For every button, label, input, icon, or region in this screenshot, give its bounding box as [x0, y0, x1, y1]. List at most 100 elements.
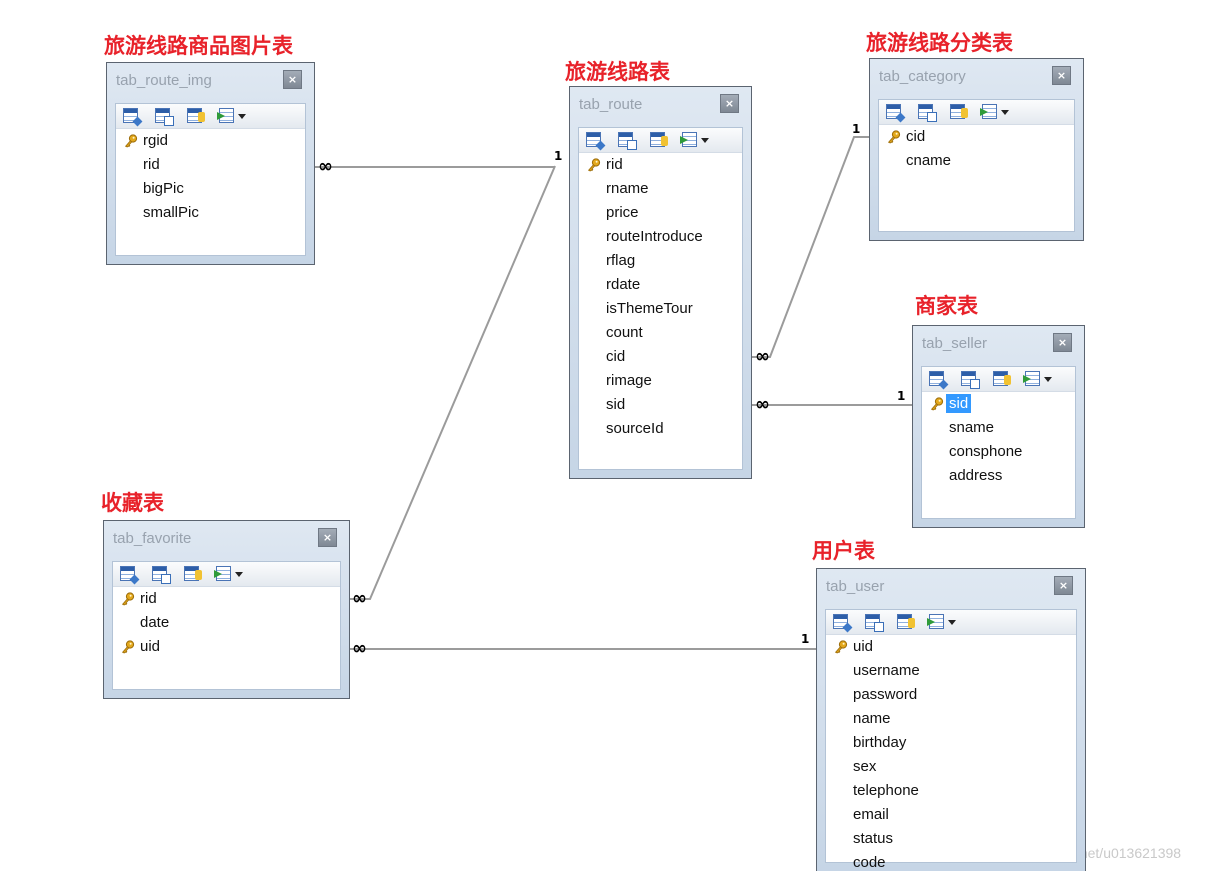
design-key-icon[interactable]	[993, 371, 1011, 386]
close-button[interactable]: ×	[318, 528, 337, 547]
field-row-rid[interactable]: rid	[116, 153, 305, 177]
edit-table-icon[interactable]	[586, 132, 601, 147]
design-key-icon[interactable]	[650, 132, 668, 147]
field-row-rgid[interactable]: rgid	[116, 129, 305, 153]
field-row-routeIntroduce[interactable]: routeIntroduce	[579, 225, 742, 249]
close-button[interactable]: ×	[1054, 576, 1073, 595]
insert-icon[interactable]	[927, 614, 944, 629]
field-row-sname[interactable]: sname	[922, 416, 1075, 440]
table-header[interactable]: tab_route×	[570, 87, 751, 119]
field-row-isThemeTour[interactable]: isThemeTour	[579, 297, 742, 321]
design-key-icon[interactable]	[950, 104, 968, 119]
chevron-down-icon[interactable]	[235, 572, 243, 577]
insert-icon[interactable]	[680, 132, 697, 147]
field-row-sex[interactable]: sex	[826, 755, 1076, 779]
edit-table-icon[interactable]	[833, 614, 848, 629]
edit-table-icon[interactable]	[123, 108, 138, 123]
table-favorite[interactable]: tab_favorite × rid date uid	[103, 520, 350, 699]
table-header[interactable]: tab_user×	[817, 569, 1085, 601]
field-row-status[interactable]: status	[826, 827, 1076, 851]
chevron-down-icon[interactable]	[238, 114, 246, 119]
field-row-birthday[interactable]: birthday	[826, 731, 1076, 755]
field-name: price	[606, 204, 639, 221]
field-row-uid[interactable]: uid	[113, 635, 340, 659]
edit-table-icon[interactable]	[120, 566, 135, 581]
table-label-favorite: 收藏表	[101, 491, 164, 515]
field-row-address[interactable]: address	[922, 464, 1075, 488]
field-row-email[interactable]: email	[826, 803, 1076, 827]
field-row-rimage[interactable]: rimage	[579, 369, 742, 393]
chevron-down-icon[interactable]	[948, 620, 956, 625]
field-row-code[interactable]: code	[826, 851, 1076, 871]
view-data-icon[interactable]	[155, 108, 174, 126]
field-name: rid	[143, 156, 160, 173]
field-row-sourceId[interactable]: sourceId	[579, 417, 742, 441]
field-row-price[interactable]: price	[579, 201, 742, 225]
field-row-password[interactable]: password	[826, 683, 1076, 707]
field-name: address	[949, 467, 1003, 484]
table-label-category: 旅游线路分类表	[866, 31, 1013, 55]
insert-icon[interactable]	[980, 104, 997, 119]
field-name: email	[853, 806, 889, 823]
primary-key-icon	[930, 397, 944, 411]
field-row-cid[interactable]: cid	[879, 125, 1074, 149]
chevron-down-icon[interactable]	[1044, 377, 1052, 382]
close-button[interactable]: ×	[1052, 66, 1071, 85]
cardinality-many-favorite-route: ∞	[352, 588, 367, 609]
table-header[interactable]: tab_route_img×	[107, 63, 314, 95]
view-data-icon[interactable]	[865, 614, 884, 632]
table-header[interactable]: tab_seller×	[913, 326, 1084, 358]
insert-icon[interactable]	[214, 566, 231, 581]
table-name: tab_favorite	[113, 530, 192, 547]
view-data-icon[interactable]	[918, 104, 937, 122]
field-row-smallPic[interactable]: smallPic	[116, 201, 305, 225]
primary-key-icon	[121, 640, 135, 654]
field-name: uid	[140, 638, 161, 655]
field-row-rid[interactable]: rid	[579, 153, 742, 177]
table-header[interactable]: tab_favorite ×	[104, 521, 349, 553]
table-toolbar	[116, 104, 305, 129]
field-row-bigPic[interactable]: bigPic	[116, 177, 305, 201]
field-row-sid[interactable]: sid	[922, 392, 1075, 416]
field-row-telephone[interactable]: telephone	[826, 779, 1076, 803]
field-row-username[interactable]: username	[826, 659, 1076, 683]
field-row-date[interactable]: date	[113, 611, 340, 635]
edit-table-icon[interactable]	[929, 371, 944, 386]
design-key-icon[interactable]	[187, 108, 205, 123]
insert-icon[interactable]	[1023, 371, 1040, 386]
chevron-down-icon[interactable]	[701, 138, 709, 143]
field-name: date	[140, 614, 170, 631]
field-row-cid[interactable]: cid	[579, 345, 742, 369]
table-header[interactable]: tab_category×	[870, 59, 1083, 91]
view-data-icon[interactable]	[618, 132, 637, 150]
edit-table-icon[interactable]	[886, 104, 901, 119]
field-row-sid[interactable]: sid	[579, 393, 742, 417]
design-key-icon[interactable]	[897, 614, 915, 629]
close-button[interactable]: ×	[1053, 333, 1072, 352]
field-row-rdate[interactable]: rdate	[579, 273, 742, 297]
view-data-icon[interactable]	[961, 371, 980, 389]
close-button[interactable]: ×	[720, 94, 739, 113]
field-row-rid[interactable]: rid	[113, 587, 340, 611]
field-row-cname[interactable]: cname	[879, 149, 1074, 173]
field-row-rname[interactable]: rname	[579, 177, 742, 201]
field-row-uid[interactable]: uid	[826, 635, 1076, 659]
insert-icon[interactable]	[217, 108, 234, 123]
table-label-seller: 商家表	[915, 294, 978, 318]
chevron-down-icon[interactable]	[1001, 110, 1009, 115]
close-button[interactable]: ×	[283, 70, 302, 89]
view-data-icon[interactable]	[152, 566, 171, 584]
cardinality-many-route_img-route: ∞	[318, 156, 333, 177]
field-row-rflag[interactable]: rflag	[579, 249, 742, 273]
field-row-name[interactable]: name	[826, 707, 1076, 731]
field-row-consphone[interactable]: consphone	[922, 440, 1075, 464]
field-name: consphone	[949, 443, 1023, 460]
field-row-count[interactable]: count	[579, 321, 742, 345]
design-key-icon[interactable]	[184, 566, 202, 581]
